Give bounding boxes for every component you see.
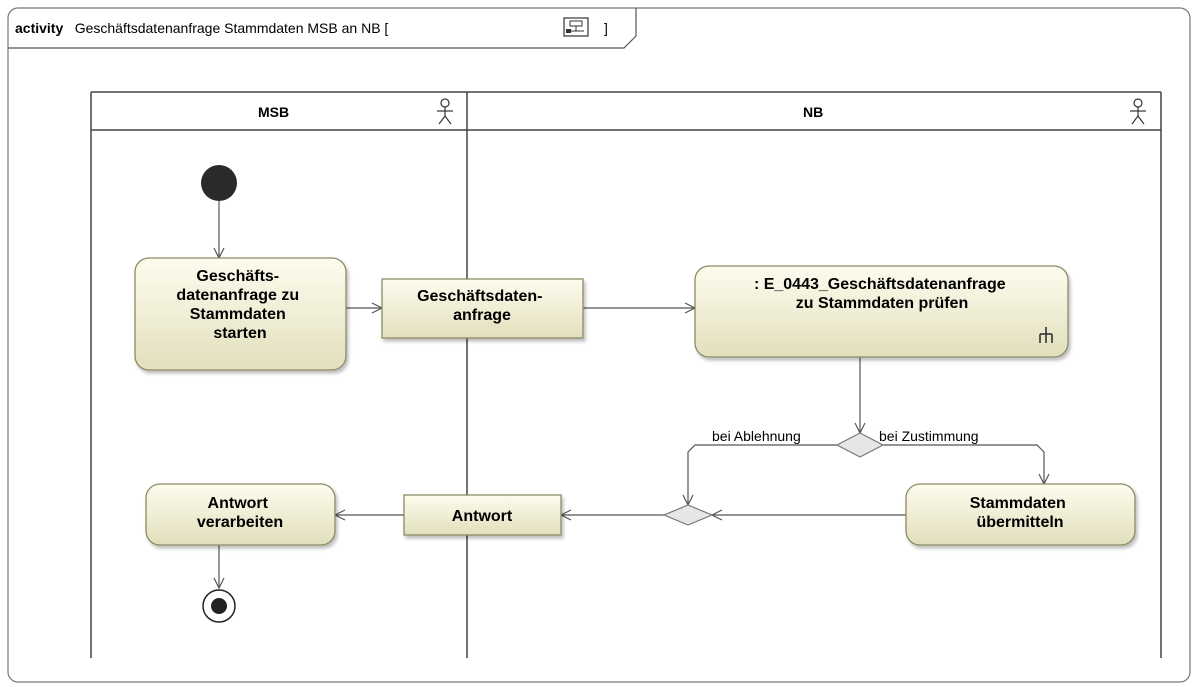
guard-approve: bei Zustimmung	[879, 428, 979, 444]
object-node-answer: Antwort	[403, 494, 562, 536]
actor-icon	[1130, 98, 1146, 125]
action-process-line: Antwort	[208, 495, 269, 512]
action-start-request-line: starten	[213, 325, 266, 342]
action-check-request: : E_0443_Geschäftsdatenanfrage zu Stammd…	[694, 265, 1069, 358]
action-check-line: zu Stammdaten prüfen	[796, 295, 968, 312]
actor-icon	[437, 98, 453, 125]
lane-msb-title: MSB	[258, 104, 289, 120]
lane-nb: NB	[803, 98, 1146, 125]
lane-msb: MSB	[258, 98, 453, 125]
svg-text:Stammdaten übermitteln: Stammdaten übermitteln	[970, 495, 1070, 531]
action-process-answer: Antwort verarbeiten	[145, 483, 336, 546]
final-node	[202, 589, 236, 623]
action-start-request: Geschäfts- datenanfrage zu Stammdaten st…	[134, 257, 347, 371]
action-start-request-line: datenanfrage zu	[176, 287, 299, 304]
object-answer-label: Antwort	[452, 508, 513, 525]
action-start-request-line: Geschäfts-	[196, 268, 279, 285]
frame-title-end: ]	[604, 20, 608, 36]
activity-diagram-icon	[563, 17, 589, 37]
svg-text:Geschäftsdaten- anfrage: Geschäftsdaten- anfrage	[417, 288, 547, 324]
action-process-line: verarbeiten	[197, 514, 283, 531]
frame-title: Geschäftsdatenanfrage Stammdaten MSB an …	[75, 20, 389, 36]
rake-icon	[1039, 327, 1053, 343]
object-request-line: Geschäftsdaten-	[417, 288, 542, 305]
action-transmit-line: übermitteln	[976, 514, 1063, 531]
svg-text:Geschäfts- datenanfrage: Geschäfts- datenanfrage zu Stammdaten st…	[176, 268, 303, 342]
action-check-line: : E_0443_Geschäftsdatenanfrage	[754, 276, 1006, 293]
decision-node	[835, 432, 885, 458]
svg-text:Antwort verarbeiten: Antwort verarbeiten	[197, 495, 283, 531]
merge-node	[662, 504, 714, 526]
initial-node	[201, 165, 237, 201]
object-node-request: Geschäftsdaten- anfrage	[381, 278, 584, 339]
svg-text:activity Geschäftsdatenanf: activity Geschäftsdatenanfrage Stammdate…	[15, 20, 388, 37]
svg-text:: E_0443_Geschäftsdatenanfrage: : E_0443_Geschäftsdatenanfrage zu Stammd…	[754, 276, 1010, 312]
frame-keyword: activity	[15, 20, 63, 36]
lane-nb-title: NB	[803, 104, 823, 120]
frame-title-tab	[8, 8, 637, 49]
action-transmit-data: Stammdaten übermitteln	[905, 483, 1136, 546]
object-request-line: anfrage	[453, 307, 511, 324]
guard-reject: bei Ablehnung	[712, 428, 801, 444]
action-transmit-line: Stammdaten	[970, 495, 1066, 512]
control-flows	[213, 200, 1050, 590]
swimlane-area	[90, 91, 1162, 658]
action-start-request-line: Stammdaten	[190, 306, 286, 323]
